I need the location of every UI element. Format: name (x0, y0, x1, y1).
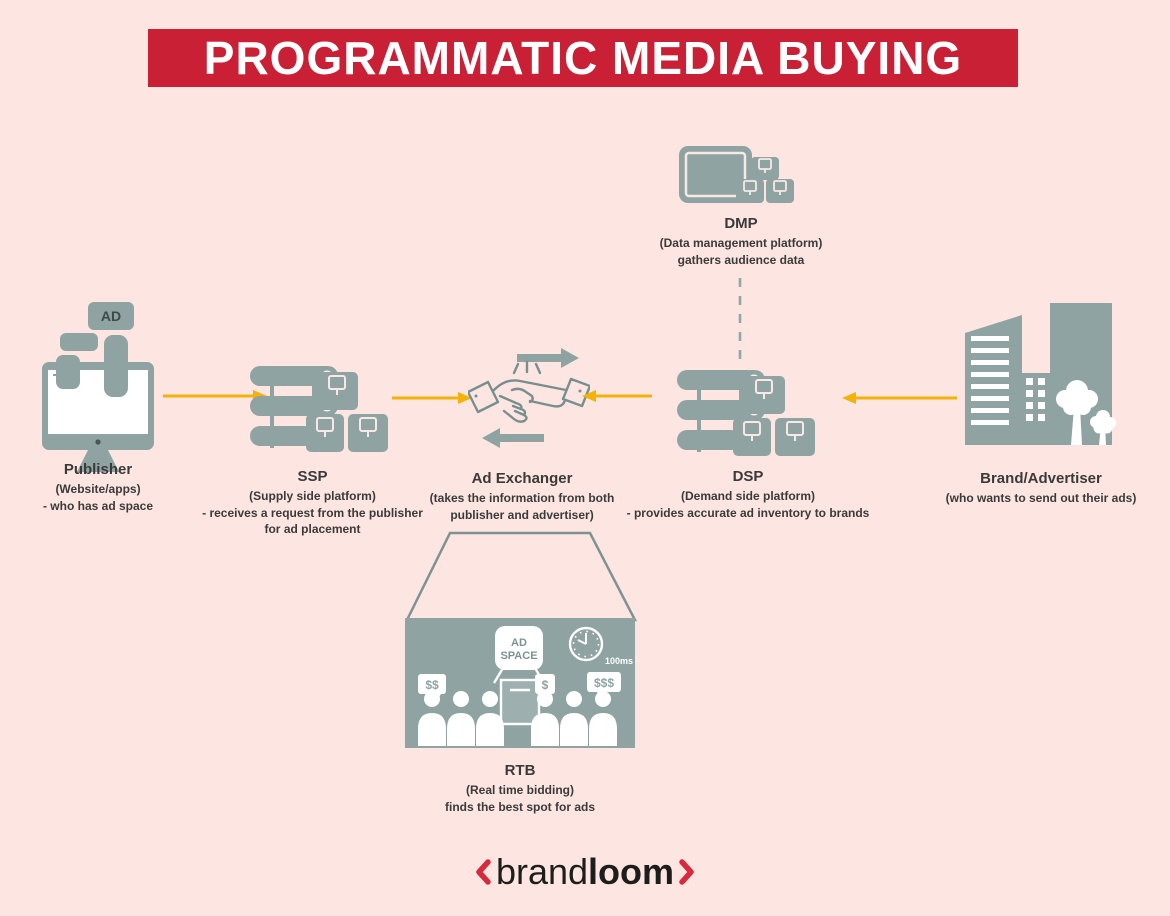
ad-exchanger-subtitle: (takes the information from both publish… (429, 491, 615, 522)
rtb-name: RTB (504, 762, 536, 779)
exchange-arrow-left-icon (482, 428, 544, 448)
dmp-label: DMP (Data management platform) gathers a… (606, 215, 876, 268)
brand-name: Brand/Advertiser (980, 470, 1102, 487)
dsp-label: DSP (Demand side platform) - provides ac… (600, 468, 896, 521)
dmp-description: gathers audience data (677, 252, 805, 267)
arrow-brand-to-dsp-icon (842, 392, 957, 404)
publisher-name: Publisher (63, 461, 133, 478)
exchange-arrow-right-icon (517, 348, 579, 368)
dsp-server-icon (677, 370, 815, 456)
rtb-funnel-outline (404, 531, 638, 622)
bid-amount-1: $$ (425, 678, 439, 692)
bid-amount-2: $ (542, 678, 549, 692)
logo-open-chevron-icon (476, 859, 491, 885)
ad-space-sign-line2: SPACE (500, 650, 537, 662)
title-banner: PROGRAMMATIC MEDIA BUYING (148, 29, 1018, 87)
brand-subtitle: (who wants to send out their ads) (945, 491, 1137, 505)
dmp-name: DMP (724, 215, 758, 232)
brandloom-logo: brandloom (462, 850, 708, 894)
arrow-dsp-to-exchanger-icon (582, 390, 652, 402)
rtb-label: RTB (Real time bidding) finds the best s… (415, 762, 625, 815)
rtb-subtitle: (Real time bidding) (466, 783, 574, 797)
ad-exchanger-name: Ad Exchanger (471, 470, 573, 487)
dsp-description: - provides accurate ad inventory to bran… (626, 505, 870, 520)
rtb-auction-scene: AD SPACE 100ms $ (405, 618, 635, 748)
brand-buildings-icon (965, 303, 1116, 445)
bid-amount-3: $$$ (594, 676, 614, 690)
logo-text-brand: brand (495, 851, 589, 892)
dsp-name: DSP (732, 468, 764, 485)
ad-exchanger-label: Ad Exchanger (takes the information from… (410, 470, 634, 523)
rtb-description: finds the best spot for ads (444, 799, 595, 814)
publisher-label: Publisher (Website/apps) - who has ad sp… (8, 461, 188, 514)
ssp-label: SSP (Supply side platform) - receives a … (200, 468, 425, 538)
arrow-ssp-to-exchanger-icon (392, 392, 472, 404)
clock-icon (568, 626, 604, 662)
publisher-description: - who has ad space (42, 498, 154, 513)
dmp-devices-icon (679, 146, 794, 203)
logo-close-chevron-icon (679, 859, 694, 885)
logo-wordmark: brandloom (496, 851, 674, 893)
bid-bubbles: $$ $ $$$ (418, 672, 621, 702)
page-title: PROGRAMMATIC MEDIA BUYING (203, 32, 963, 84)
publisher-ad-badge: AD (101, 308, 121, 324)
ssp-description: - receives a request from the publisher … (202, 505, 423, 537)
dmp-dsp-dashed-connector (738, 278, 742, 368)
dsp-subtitle: (Demand side platform) (680, 489, 815, 503)
logo-text-loom: loom (588, 851, 675, 892)
handshake-icon (468, 360, 590, 423)
dmp-subtitle: (Data management platform) (659, 236, 823, 250)
ssp-server-icon (250, 366, 388, 452)
brand-label: Brand/Advertiser (who wants to send out … (928, 470, 1154, 507)
ad-space-sign-line1: AD (511, 637, 527, 649)
ssp-name: SSP (297, 468, 328, 485)
publisher-monitor-icon: AD (42, 302, 154, 472)
bidder-silhouettes (418, 691, 617, 746)
rtb-box: AD SPACE 100ms $ (405, 618, 635, 748)
clock-timer-label: 100ms (605, 656, 633, 666)
publisher-subtitle: (Website/apps) (55, 482, 141, 496)
ssp-subtitle: (Supply side platform) (249, 489, 376, 503)
